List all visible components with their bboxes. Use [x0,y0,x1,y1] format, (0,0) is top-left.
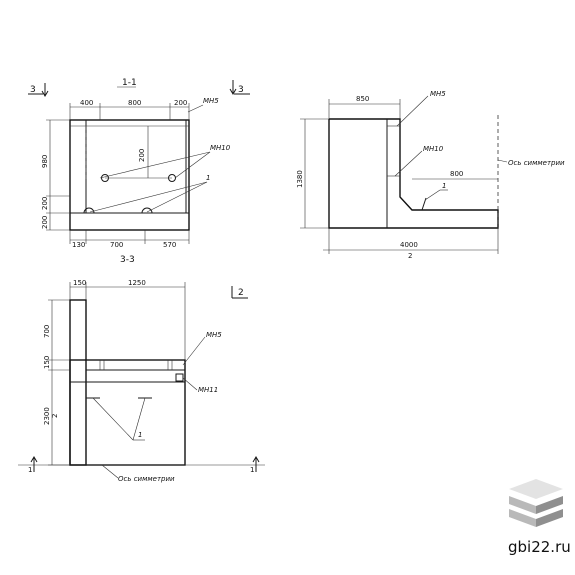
label-mn10: МН10 [423,145,444,153]
label-pos: 1 [206,174,210,182]
mark-right: 1 [250,466,254,474]
watermark-logo-icon [509,479,563,527]
dim-top-2: 800 [128,99,141,107]
section-3-3-title: 3-3 [120,255,135,265]
dim-bottom-2: 700 [110,241,123,249]
dim-left-3: 2300 [43,407,51,425]
dim-mid: 800 [450,170,463,178]
leader-mn5 [396,95,429,127]
anchor-right [141,207,153,214]
leader-pos [424,189,441,201]
dim-left-2: 200 [41,197,49,210]
mark-left: 1 [28,466,32,474]
label-pos: 1 [442,182,446,190]
section-1-1-title: 1-1 [122,78,137,88]
dim-top-1: 150 [73,279,86,287]
watermark: gbi22.ru [508,479,571,556]
anchor-left [83,207,95,214]
leader-mn10-b [174,151,211,179]
leader-pos-a [92,397,134,441]
dim-left-secondary: 2 [51,414,59,418]
body [69,359,186,466]
dim-top: 850 [356,95,369,103]
label-mn11: МН11 [198,386,218,394]
section-2-2: Ось симметрии 850 800 1380 4000 2 МН5 МН… [296,90,565,260]
dim-inner: 200 [138,149,146,162]
leader-pos-a [89,181,208,213]
section-1-1: 1-1 3 3 200 МН10 МН5 1 [28,78,250,249]
dim-bottom-1: 130 [72,241,85,249]
watermark-text: gbi22.ru [508,538,571,556]
leader-pos-b [132,397,146,441]
dim-left-2: 150 [43,356,51,369]
mn11-plate [175,373,184,382]
dim-bottom: 4000 [400,241,418,249]
dim-left-3: 200 [41,216,49,229]
leader-mn10 [99,151,211,179]
leader-mn5 [182,336,206,366]
dim-top-1: 400 [80,99,93,107]
label-mn5: МН5 [206,331,222,339]
leader-mn10 [394,150,423,177]
axis-leader [101,464,119,479]
dim-left: 1380 [296,170,304,188]
cut-mark-left: 3 [30,85,36,95]
section-3-3: 3-3 2 1 150 1250 700 [18,255,265,483]
label-axis: Ось симметрии [118,475,175,483]
label-mn10: МН10 [210,144,231,152]
dim-top-3: 200 [174,99,187,107]
section-1-1-outline [69,119,190,231]
leader-pos-b [146,181,208,213]
leader-mn5 [187,104,204,113]
section-2-2-outline [328,118,499,229]
label-pos: 1 [138,431,142,439]
cut-mark-right: 3 [238,85,244,95]
cut-mark-right-arrowhead [229,88,237,95]
cut-mark-left-arrowhead [41,90,49,97]
label-mn5: МН5 [430,90,446,98]
label-mn5: МН5 [203,97,219,105]
label-axis: Ось симметрии [508,159,565,167]
dim-left-1: 980 [41,155,49,168]
axis-leader [497,159,508,163]
dim-bottom-3: 570 [163,241,176,249]
cut-mark: 2 [238,288,244,298]
dim-top-2: 1250 [128,279,146,287]
section-2-2-title: 2 [408,252,412,260]
dim-left-1: 700 [43,325,51,338]
leader-mn11 [182,377,198,391]
